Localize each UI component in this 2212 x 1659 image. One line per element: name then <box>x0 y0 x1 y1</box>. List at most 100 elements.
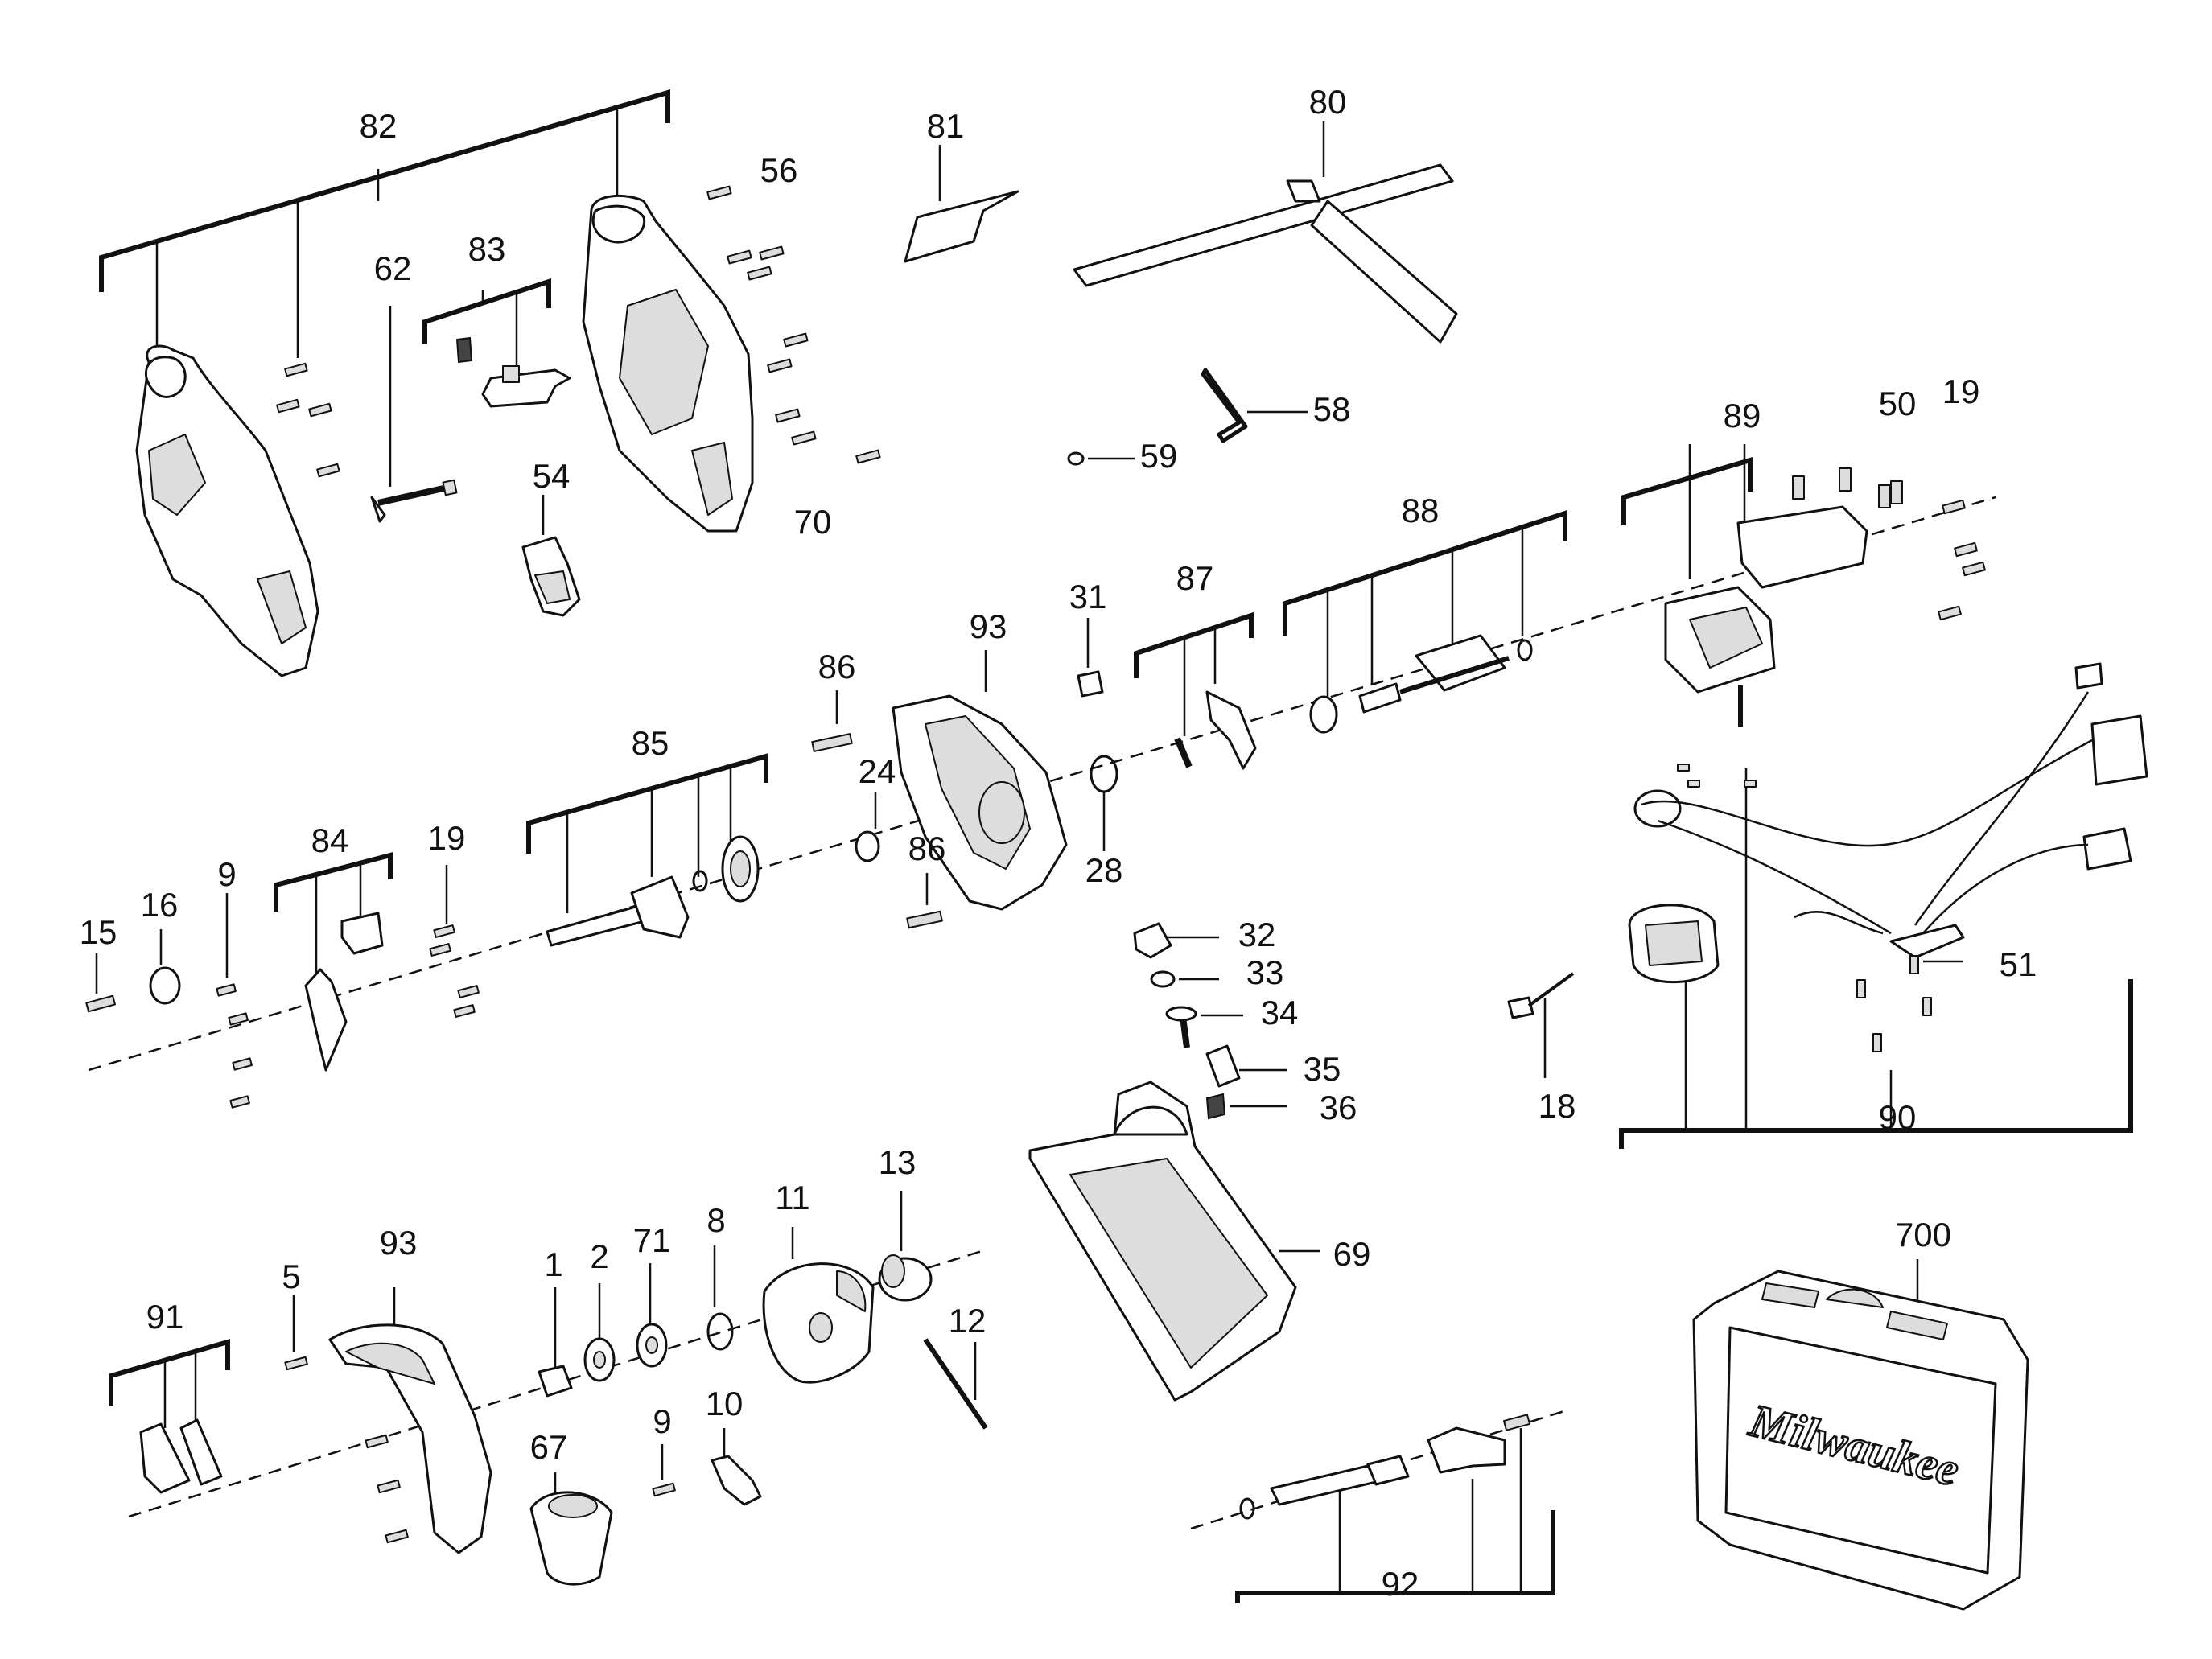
spindle-85 <box>526 753 768 947</box>
callout-51: 51 <box>2000 945 2037 983</box>
bolt-34 <box>1165 1006 1243 1048</box>
callout-54: 54 <box>533 457 571 495</box>
callout-81: 81 <box>927 107 965 145</box>
callout-19-lower: 19 <box>428 819 466 857</box>
callout-34: 34 <box>1261 994 1299 1031</box>
callout-59: 59 <box>1140 437 1178 475</box>
callout-91: 91 <box>146 1298 184 1336</box>
callout-18: 18 <box>1539 1087 1576 1125</box>
callout-56: 56 <box>760 151 798 189</box>
callout-84: 84 <box>311 821 349 859</box>
callout-32: 32 <box>1238 916 1276 953</box>
pin-86-lower <box>906 873 943 929</box>
callout-19-upper: 19 <box>1942 373 1980 410</box>
callout-71: 71 <box>633 1221 671 1259</box>
depth-adjust-92 <box>1235 1414 1555 1603</box>
callout-labels: 82 62 83 56 81 80 54 70 58 59 89 50 19 8… <box>80 83 2037 1603</box>
armature-88 <box>1283 509 1567 734</box>
callout-36: 36 <box>1320 1089 1357 1126</box>
pin-86-upper <box>811 690 853 752</box>
callout-2: 2 <box>590 1237 608 1275</box>
housing-set-bracket <box>99 89 670 358</box>
callout-86-upper: 86 <box>818 648 856 685</box>
screws-9-upper <box>216 893 253 1109</box>
right-motor-housing <box>582 194 754 533</box>
o-ring-28 <box>1090 755 1118 851</box>
upper-blade-guard-93 <box>328 1287 492 1554</box>
callout-10: 10 <box>706 1385 744 1422</box>
flange-parts-1-2-71 <box>538 1263 668 1398</box>
callout-70: 70 <box>794 503 832 541</box>
callout-9-lower: 9 <box>653 1402 671 1440</box>
callout-15: 15 <box>80 913 117 951</box>
callout-11: 11 <box>775 1179 810 1216</box>
callout-86-lower: 86 <box>908 830 946 867</box>
callout-80: 80 <box>1309 83 1347 121</box>
callout-67: 67 <box>530 1428 568 1466</box>
callout-92: 92 <box>1382 1565 1419 1603</box>
retaining-ring-8 <box>706 1245 734 1351</box>
left-motor-housing <box>135 344 319 677</box>
callout-8: 8 <box>706 1201 725 1239</box>
screw-15 <box>85 953 116 1013</box>
guide-plate-81 <box>904 145 1019 263</box>
callout-90: 90 <box>1879 1098 1917 1136</box>
callout-33: 33 <box>1246 953 1284 991</box>
spring-36 <box>1205 1093 1287 1120</box>
callout-50: 50 <box>1879 385 1917 422</box>
handle-screws-left <box>276 362 340 478</box>
washer-33 <box>1150 970 1219 988</box>
screws-19-lower <box>429 865 480 1018</box>
guard-lever-10 <box>711 1428 762 1506</box>
bushing-13 <box>878 1191 933 1302</box>
callout-12: 12 <box>949 1302 987 1340</box>
lower-blade-guard-11 <box>762 1227 875 1384</box>
callout-35: 35 <box>1304 1050 1341 1088</box>
dust-port-67 <box>529 1472 613 1586</box>
callout-24: 24 <box>859 752 896 790</box>
trigger-54 <box>521 495 581 617</box>
callout-9-upper: 9 <box>217 855 236 893</box>
motor-screws <box>1792 467 1986 621</box>
callout-28: 28 <box>1085 851 1123 889</box>
callout-62: 62 <box>374 249 412 287</box>
callout-16: 16 <box>141 886 179 924</box>
long-bolt-62 <box>370 306 458 523</box>
callout-5: 5 <box>282 1258 300 1295</box>
callout-88: 88 <box>1402 492 1440 529</box>
base-shoe-69 <box>1028 1081 1320 1402</box>
callout-93-lower: 93 <box>380 1224 418 1262</box>
bearing-24 <box>855 792 880 862</box>
brush-holder-31 <box>1077 618 1104 698</box>
screw-9-lower <box>652 1444 676 1497</box>
callout-69: 69 <box>1333 1235 1371 1273</box>
carbon-brush-18 <box>1507 972 1575 1078</box>
callout-1: 1 <box>544 1245 562 1283</box>
callout-87: 87 <box>1176 559 1214 597</box>
brush-spring-87 <box>1134 611 1257 770</box>
rip-fence-80 <box>1073 121 1458 344</box>
callout-85: 85 <box>632 724 669 762</box>
carrying-case-700: Milwaukee <box>1692 1259 2029 1611</box>
collar-16 <box>149 929 181 1005</box>
callout-31: 31 <box>1069 578 1107 615</box>
callout-13: 13 <box>879 1143 917 1181</box>
callout-82: 82 <box>360 107 398 145</box>
screw-5 <box>284 1295 409 1544</box>
guard-pin-12 <box>923 1338 988 1430</box>
motor-housing-89 <box>1621 444 1868 727</box>
blade-wrench-84 <box>274 852 393 1072</box>
knob-32 <box>1133 922 1219 959</box>
switch-assembly-83 <box>422 278 571 408</box>
lever-35 <box>1205 1044 1287 1088</box>
callout-83: 83 <box>468 230 506 268</box>
callout-58: 58 <box>1313 390 1351 428</box>
callout-93-upper: 93 <box>970 607 1007 645</box>
handle-screws-right <box>706 185 881 464</box>
electronics-set-90 <box>1619 662 2148 1149</box>
gear-case-93 <box>892 650 1068 911</box>
hex-key-58 <box>1201 368 1308 443</box>
blade-guard-parts-91 <box>109 1339 230 1494</box>
callout-700: 700 <box>1895 1216 1951 1254</box>
